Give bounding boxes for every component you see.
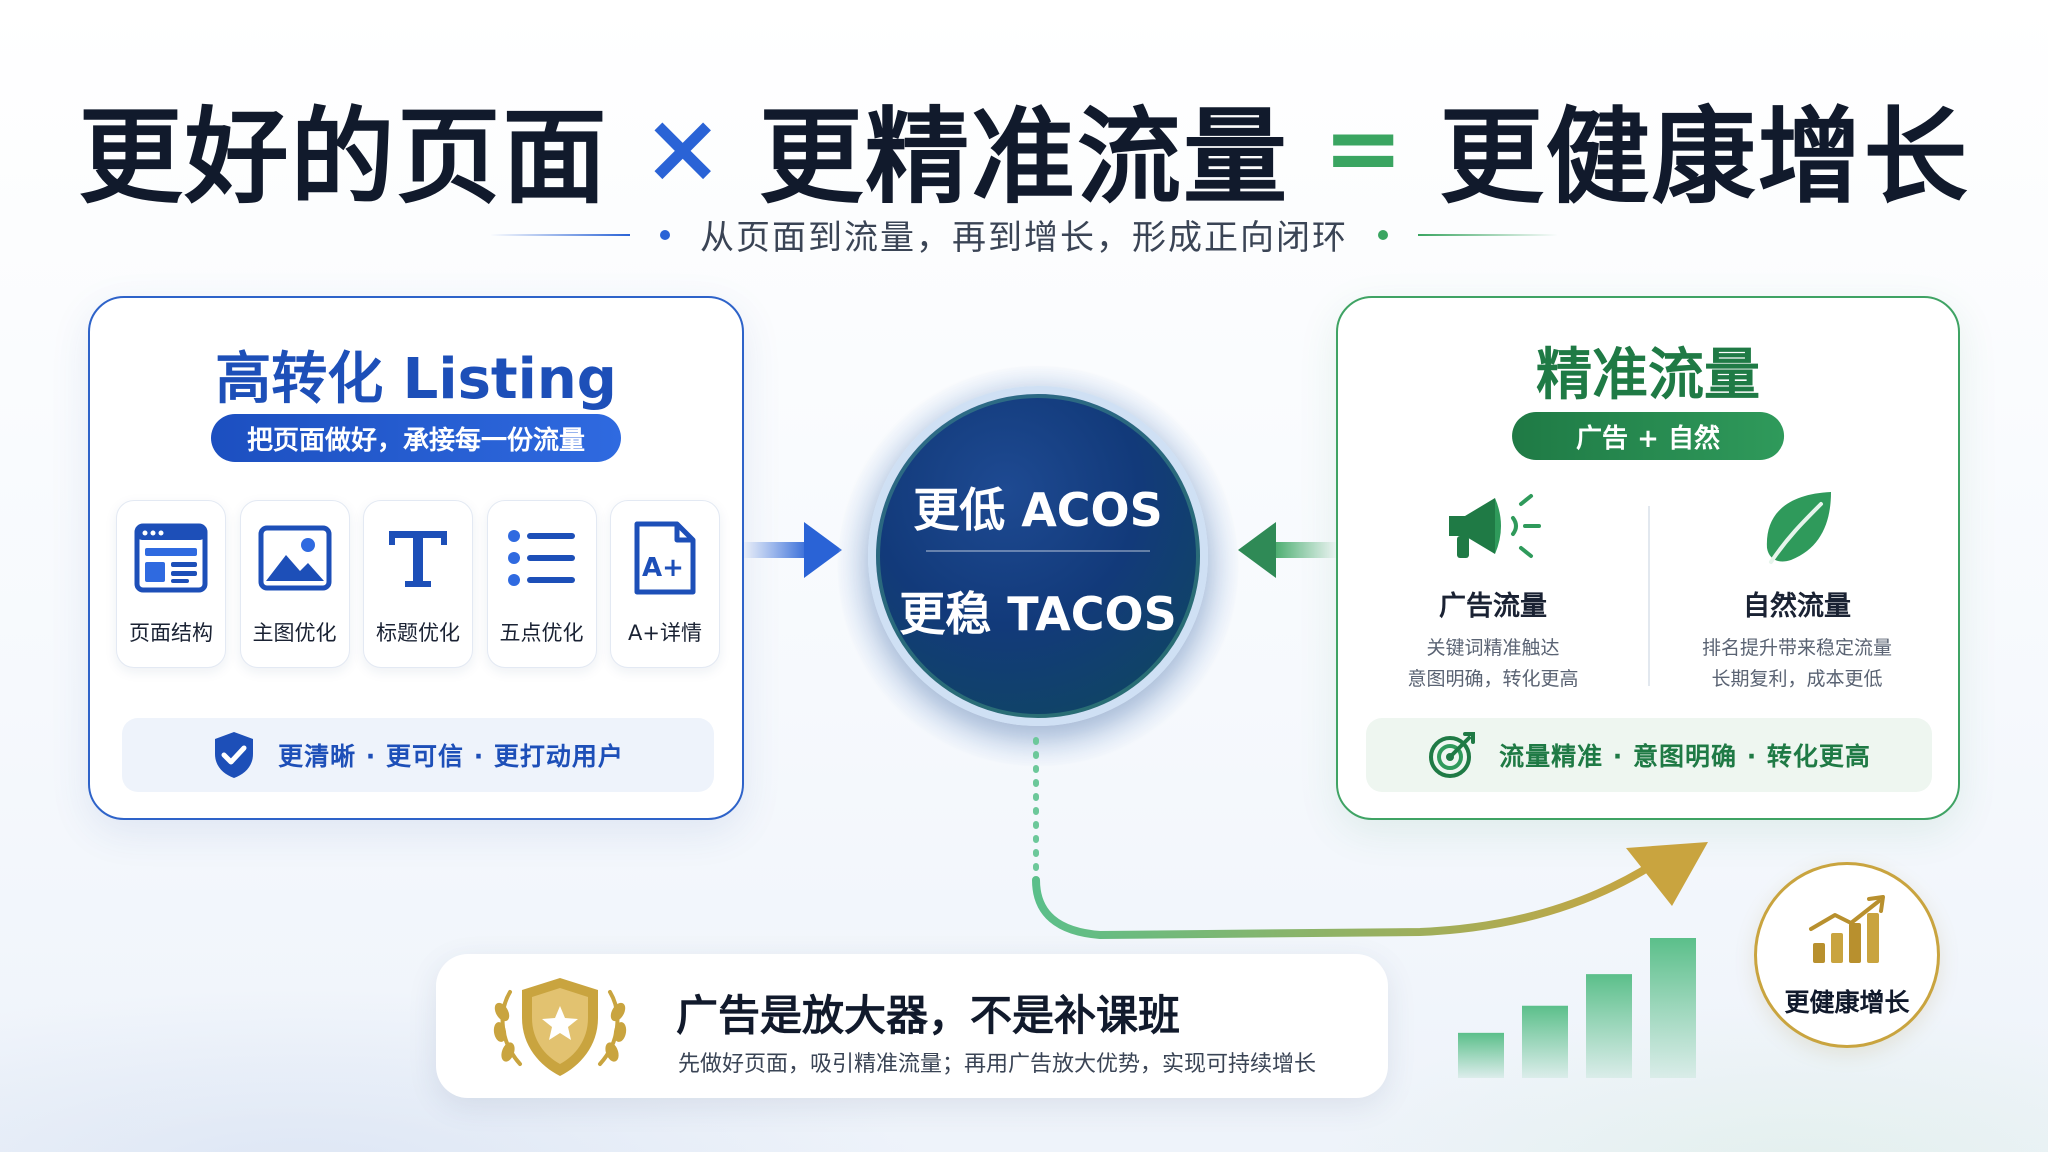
organic-traffic-name: 自然流量	[1743, 591, 1851, 622]
listing-feature-row: 页面结构 主图优化 标题优化	[116, 500, 720, 668]
feature-label: 主图优化	[252, 621, 337, 645]
title-t-icon	[379, 519, 457, 597]
traffic-card-pill: 广告 + 自然	[1512, 412, 1784, 460]
subtitle-line-right	[1418, 233, 1558, 236]
flow-divider	[1648, 506, 1650, 686]
healthy-growth-badge: 更健康增长	[1754, 862, 1940, 1048]
banner-description: 先做好页面，吸引精准流量；再用广告放大优势，实现可持续增长	[678, 1052, 1317, 1077]
bullet-list-icon	[503, 519, 581, 597]
growth-bars-chart	[1458, 938, 1696, 1078]
megaphone-icon	[1443, 488, 1543, 568]
image-icon	[256, 519, 334, 597]
listing-footer: 更清晰 · 更可信 · 更打动用户	[122, 718, 714, 792]
shield-check-icon	[212, 730, 256, 780]
growth-bar-3	[1586, 974, 1632, 1078]
target-icon	[1427, 730, 1477, 780]
listing-card-pill: 把页面做好，承接每一份流量	[210, 414, 622, 462]
subtitle-dot-right	[1378, 229, 1388, 240]
gold-shield-star-icon	[480, 972, 640, 1082]
healthy-growth-label: 更健康增长	[1784, 988, 1910, 1017]
acos-tacos-circle: 更低 ACOS 更稳 TACOS	[868, 386, 1208, 726]
traffic-footer-text: 流量精准 · 意图明确 · 转化更高	[1499, 742, 1871, 771]
a-plus-doc-icon: A+	[626, 519, 704, 597]
equals-operator: =	[1323, 91, 1406, 204]
subtitle: 从页面到流量，再到增长，形成正向闭环	[700, 218, 1348, 258]
organic-traffic-desc-2: 长期复利，成本更低	[1711, 668, 1883, 690]
ad-traffic-column: 广告流量 关键词精准触达 意图明确，转化更高	[1348, 488, 1638, 690]
growth-bar-2	[1522, 1005, 1568, 1078]
feature-label: 页面结构	[129, 621, 213, 645]
subtitle-row: 从页面到流量，再到增长，形成正向闭环	[0, 210, 2048, 259]
feature-a-plus: A+ A+详情	[610, 500, 720, 668]
center-divider	[926, 550, 1150, 552]
traffic-card: 精准流量 广告 + 自然 广告流量 关键词精准触达 意图明确，转化更高	[1336, 296, 1960, 820]
listing-footer-text: 更清晰 · 更可信 · 更打动用户	[278, 742, 624, 771]
subtitle-line-left	[490, 233, 630, 236]
listing-card-title: 高转化 Listing	[215, 347, 617, 412]
feature-main-image: 主图优化	[239, 500, 350, 668]
organic-traffic-column: 自然流量 排名提升带来稳定流量 长期复利，成本更低	[1652, 488, 1942, 690]
title-part-better-page: 更好的页面	[78, 96, 609, 218]
organic-traffic-desc-1: 排名提升带来稳定流量	[1701, 637, 1892, 659]
title-part-healthy-growth: 更健康增长	[1439, 96, 1970, 218]
growth-bars-icon	[1807, 895, 1893, 965]
feature-label: 标题优化	[376, 621, 460, 645]
feature-label: A+详情	[628, 621, 702, 645]
center-line-acos: 更低 ACOS	[913, 483, 1163, 537]
feature-page-structure: 页面结构	[116, 500, 226, 668]
leaf-icon	[1747, 488, 1847, 568]
ad-traffic-name: 广告流量	[1439, 591, 1547, 622]
ad-traffic-desc: 关键词精准触达 意图明确，转化更高	[1407, 633, 1578, 695]
growth-curve-arrow	[1032, 737, 1708, 940]
feature-bullet-points: 五点优化	[486, 500, 597, 668]
feature-title: 标题优化	[363, 500, 473, 668]
arrow-left-icon	[1238, 522, 1338, 578]
traffic-footer: 流量精准 · 意图明确 · 转化更高	[1366, 718, 1932, 792]
arrow-right-icon	[742, 522, 842, 578]
feature-label: 五点优化	[499, 621, 584, 645]
title-part-precise-traffic: 更精准流量	[758, 96, 1289, 218]
page-title: 更好的页面 × 更精准流量 = 更健康增长	[0, 72, 2048, 223]
svg-text:A+: A+	[642, 553, 684, 583]
growth-bar-4	[1650, 938, 1696, 1078]
listing-card: 高转化 Listing 把页面做好，承接每一份流量 页面结构	[88, 296, 744, 820]
page-layout-icon	[132, 519, 210, 597]
organic-traffic-desc: 排名提升带来稳定流量 长期复利，成本更低	[1702, 633, 1892, 695]
center-line-tacos: 更稳 TACOS	[899, 587, 1177, 641]
subtitle-dot-left	[660, 229, 670, 240]
banner-title: 广告是放大器，不是补课班	[676, 991, 1181, 1040]
growth-bar-1	[1458, 1032, 1504, 1078]
times-operator: ×	[642, 91, 725, 204]
ad-traffic-desc-2: 意图明确，转化更高	[1407, 668, 1579, 690]
traffic-card-title: 精准流量	[1536, 343, 1760, 408]
ad-traffic-desc-1: 关键词精准触达	[1426, 637, 1560, 659]
amplifier-banner: 广告是放大器，不是补课班 先做好页面，吸引精准流量；再用广告放大优势，实现可持续…	[436, 954, 1388, 1098]
